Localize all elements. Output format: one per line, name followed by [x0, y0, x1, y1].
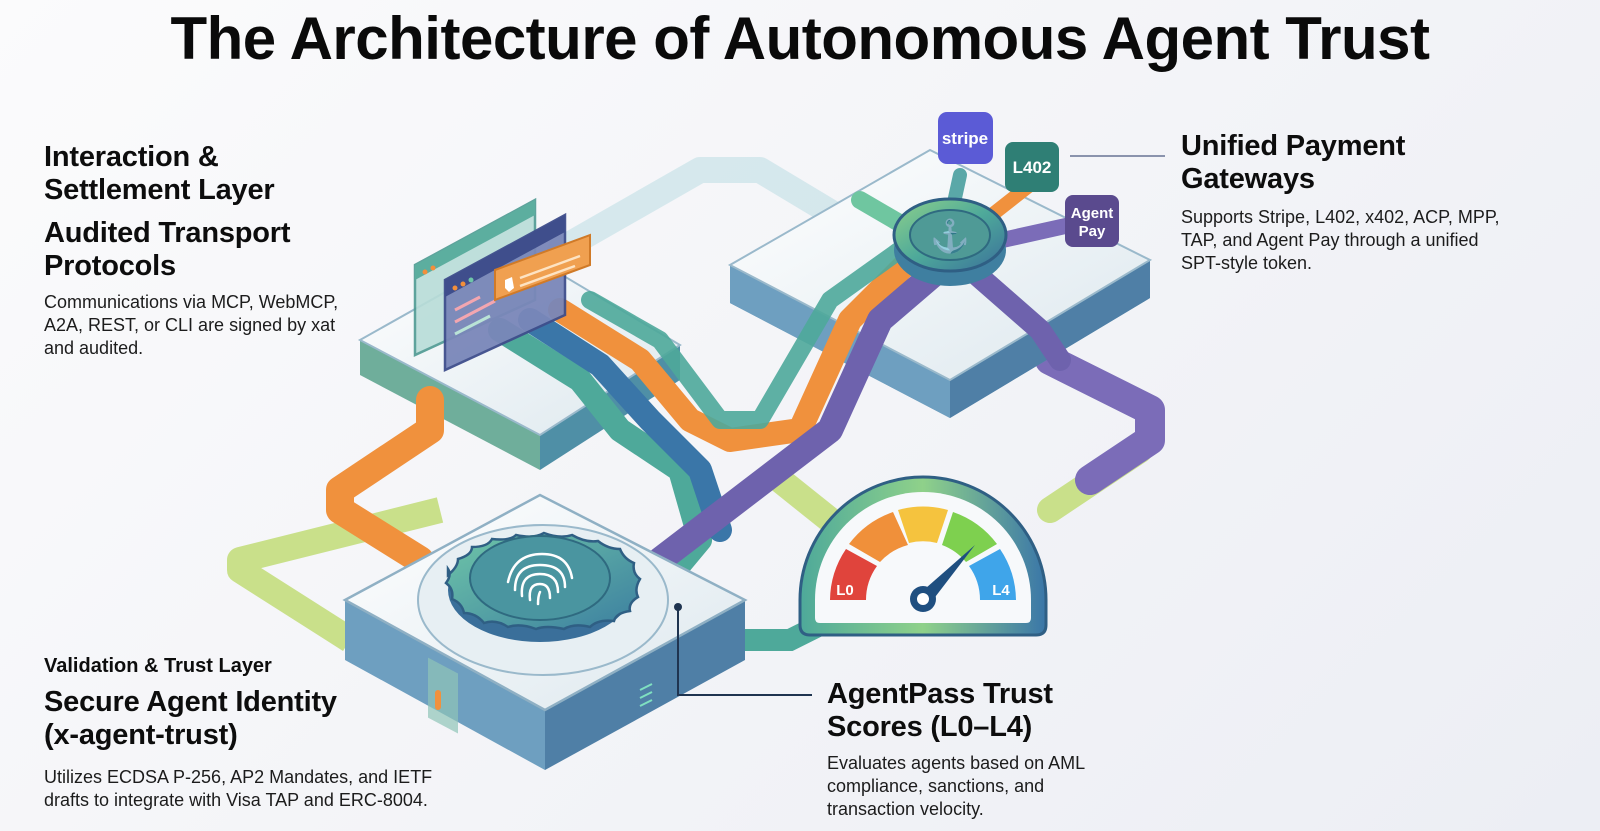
svg-text:Pay: Pay: [1079, 223, 1106, 240]
layer-label: Validation & Trust Layer: [44, 655, 272, 677]
payment-hub-icon: ⚓: [892, 197, 1008, 286]
gauge-segments: [830, 506, 1016, 600]
l402-badge: L402: [1005, 142, 1059, 192]
browser-windows-icon: [413, 197, 591, 372]
faint-route: [547, 157, 873, 263]
purple-route-right: [1035, 345, 1165, 495]
gauge-needle-icon: [910, 545, 975, 612]
trust-scores-block: AgentPass Trust Scores (L0–L4) Evaluates…: [827, 678, 1085, 821]
stripe-badge: stripe: [938, 112, 993, 164]
section-heading: Audited Transport Protocols: [44, 217, 291, 282]
svg-text:L402: L402: [1013, 158, 1052, 177]
gauge-max-label: L4: [992, 582, 1010, 599]
section-description: Utilizes ECDSA P-256, AP2 Mandates, and …: [44, 767, 433, 810]
section-heading: AgentPass Trust Scores (L0–L4): [827, 678, 1053, 743]
section-description: Supports Stripe, L402, x402, ACP, MPP, T…: [1181, 207, 1500, 273]
layer-label: Interaction & Settlement Layer: [44, 141, 275, 206]
agent-pay-badge: Agent Pay: [1065, 195, 1119, 247]
svg-text:stripe: stripe: [942, 129, 988, 148]
section-heading: Unified Payment Gateways: [1181, 130, 1406, 195]
trust-gauge: L0 L4: [798, 475, 1048, 637]
section-heading: Secure Agent Identity (x-agent-trust): [44, 686, 337, 751]
svg-text:Agent: Agent: [1071, 205, 1114, 222]
interaction-layer-block: Interaction & Settlement Layer Audited T…: [44, 141, 338, 360]
section-description: Communications via MCP, WebMCP, A2A, RES…: [44, 292, 339, 358]
payment-gateways-block: Unified Payment Gateways Supports Stripe…: [1181, 130, 1500, 275]
trust-callout-line: [674, 603, 812, 696]
svg-text:⚓: ⚓: [930, 218, 970, 254]
orange-route-left: [326, 386, 444, 574]
page-title: The Architecture of Autonomous Agent Tru…: [170, 5, 1430, 72]
gauge-min-label: L0: [836, 582, 854, 599]
validation-layer-block: Validation & Trust Layer Secure Agent Id…: [44, 654, 432, 812]
section-description: Evaluates agents based on AML compliance…: [827, 753, 1086, 819]
status-lights-icon: [639, 683, 653, 707]
fingerprint-seal-icon: [444, 531, 642, 642]
